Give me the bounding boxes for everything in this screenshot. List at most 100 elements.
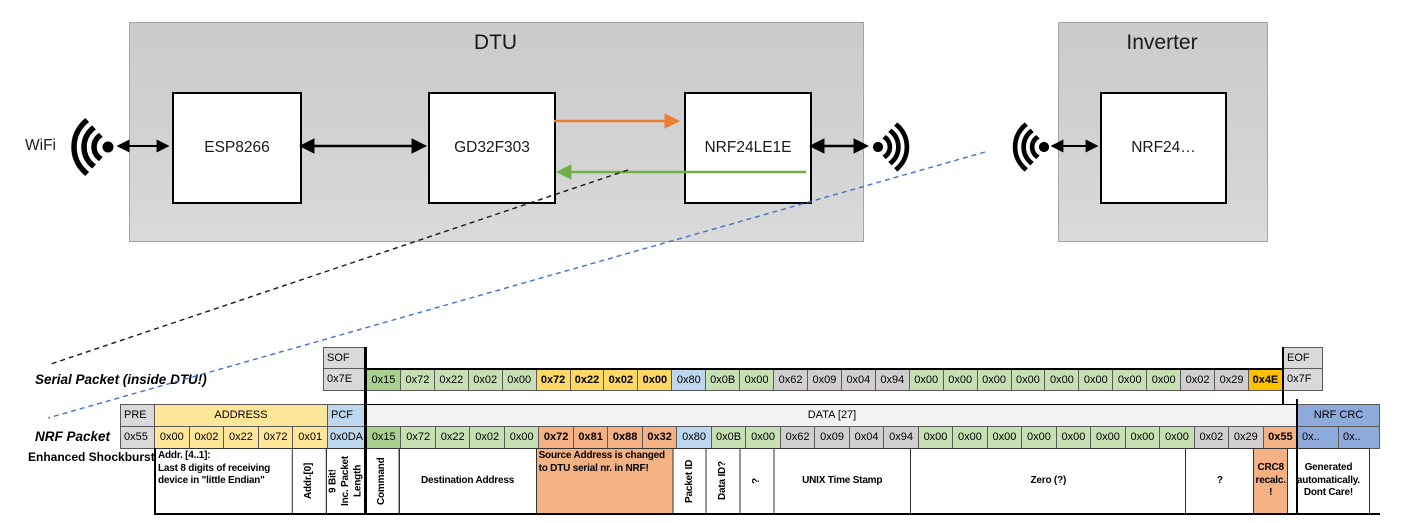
annotation-cell: Data ID? — [706, 448, 741, 514]
byte-cell: 0x94 — [874, 370, 910, 391]
byte-cell: 0x02 — [603, 370, 639, 391]
byte-cell: 0x00 — [1124, 426, 1161, 449]
pcf-value-cell: 0x0DA — [327, 426, 367, 449]
data-header-cell: DATA [27] — [366, 404, 1298, 427]
serial-packet-label: Serial Packet (inside DTU!) — [35, 372, 207, 387]
byte-cell: 0x29 — [1228, 426, 1264, 449]
address-header-cell: ADDRESS — [154, 404, 328, 427]
byte-cell: 0x00 — [986, 426, 1023, 449]
gd32f303-box: GD32F303 — [428, 92, 556, 204]
payload-left-divider — [364, 347, 367, 514]
byte-cell: 0x72 — [535, 370, 571, 391]
annotation-cell: Packet ID — [672, 448, 708, 514]
byte-cell: 0x32 — [641, 426, 678, 449]
wifi-label: WiFi — [25, 137, 56, 154]
byte-cell: 0x4E — [1247, 370, 1283, 391]
annotation-cell: UNIX Time Stamp — [773, 448, 912, 514]
byte-cell: 0x55 — [1262, 426, 1299, 449]
byte-cell: 0x00 — [1159, 426, 1195, 449]
byte-cell: 0x22 — [433, 370, 469, 391]
byte-cell: 0x94 — [883, 426, 919, 449]
nrf-packet-label: NRF Packet — [35, 429, 111, 444]
byte-cell: 0x22 — [434, 426, 471, 449]
byte-cell: 0x04 — [848, 426, 885, 449]
serial-right-divider — [1282, 347, 1284, 404]
byte-cell: 0x00 — [1146, 370, 1182, 391]
sof-header-cell: SOF — [323, 347, 366, 369]
byte-cell: 0x80 — [676, 426, 712, 449]
crc-byte-cell: 0x.. — [1297, 426, 1339, 449]
annotation-cell: Addr. [4..1]: Last 8 digits of receiving… — [154, 448, 294, 514]
esp8266-box: ESP8266 — [172, 92, 302, 204]
byte-cell: 0x80 — [671, 370, 707, 391]
byte-cell: 0x00 — [976, 370, 1012, 391]
byte-cell: 0x00 — [952, 426, 988, 449]
byte-cell: 0x29 — [1214, 370, 1249, 391]
byte-cell: 0x88 — [607, 426, 643, 449]
byte-cell: 0x15 — [366, 426, 402, 449]
nrf-crc-header-cell: NRF CRC — [1297, 404, 1380, 427]
nrf24le1e-box: NRF24LE1E — [684, 92, 812, 204]
address-byte-cell: 0x01 — [292, 426, 328, 449]
byte-cell: 0x02 — [469, 426, 505, 449]
annotation-row: Addr. [4..1]: Last 8 digits of receiving… — [154, 448, 1380, 514]
byte-cell: 0x00 — [1112, 370, 1148, 391]
byte-cell: 0x72 — [399, 370, 435, 391]
byte-cell: 0x00 — [917, 426, 954, 449]
enhanced-shockburst-label: Enhanced Shockburst — [28, 450, 155, 464]
nrf-crc-divider — [1296, 399, 1298, 514]
byte-cell: 0x22 — [569, 370, 605, 391]
address-byte-cell: 0x72 — [257, 426, 294, 449]
inverter-title: Inverter — [1126, 31, 1198, 54]
byte-cell: 0x0B — [705, 370, 741, 391]
annotation-cell: 9 Bit! Inc. Packet Length — [325, 448, 366, 514]
annotation-cell: ? — [1185, 448, 1255, 514]
byte-cell: 0x00 — [501, 370, 537, 391]
byte-cell: 0x72 — [400, 426, 436, 449]
annotation-cell: Command — [364, 448, 400, 514]
byte-cell: 0x00 — [739, 370, 775, 391]
byte-cell: 0x09 — [806, 370, 842, 391]
dtu-title: DTU — [473, 31, 518, 54]
annotation-cell: Source Address is changed to DTU serial … — [535, 448, 674, 514]
address-byte-cell: 0x00 — [154, 426, 190, 449]
pre-value-cell: 0x55 — [120, 426, 155, 449]
byte-cell: 0x00 — [1090, 426, 1126, 449]
address-byte-cell: 0x02 — [188, 426, 225, 449]
annotation-cell: Destination Address — [398, 448, 537, 514]
byte-cell: 0x72 — [538, 426, 574, 449]
inverter-nrf24-box: NRF24… — [1100, 92, 1227, 204]
byte-cell: 0x81 — [572, 426, 609, 449]
sof-value-cell: 0x7E — [323, 368, 366, 391]
byte-cell: 0x62 — [779, 426, 816, 449]
crc-byte-cell: 0x.. — [1338, 426, 1380, 449]
pre-header-cell: PRE — [120, 404, 155, 427]
annotation-cell: CRC8 recalc. ! — [1253, 448, 1288, 514]
byte-cell: 0x00 — [745, 426, 781, 449]
byte-cell: 0x02 — [1180, 370, 1216, 391]
byte-cell: 0x0B — [710, 426, 747, 449]
byte-cell: 0x00 — [1055, 426, 1092, 449]
byte-cell: 0x09 — [814, 426, 850, 449]
byte-cell: 0x00 — [1044, 370, 1080, 391]
byte-cell: 0x00 — [1010, 370, 1046, 391]
annotation-cell: Addr.[0] — [292, 448, 327, 514]
annotation-cell: ? — [739, 448, 775, 514]
byte-cell: 0x00 — [1021, 426, 1057, 449]
annotation-cell: Generated automatically. Dont Care! — [1286, 448, 1370, 514]
pcf-header-cell: PCF — [327, 404, 367, 427]
byte-cell: 0x15 — [366, 370, 401, 391]
byte-cell: 0x04 — [840, 370, 876, 391]
byte-cell: 0x00 — [637, 370, 673, 391]
eof-value-cell: 0x7F — [1283, 368, 1323, 391]
annotation-bottom-border — [154, 513, 1380, 515]
byte-cell: 0x02 — [1193, 426, 1230, 449]
byte-cell: 0x00 — [908, 370, 944, 391]
byte-cell: 0x00 — [1078, 370, 1114, 391]
byte-cell: 0x62 — [773, 370, 808, 391]
byte-cell: 0x02 — [467, 370, 503, 391]
nrf-crc-value-row: 0x..0x.. — [1297, 426, 1380, 449]
